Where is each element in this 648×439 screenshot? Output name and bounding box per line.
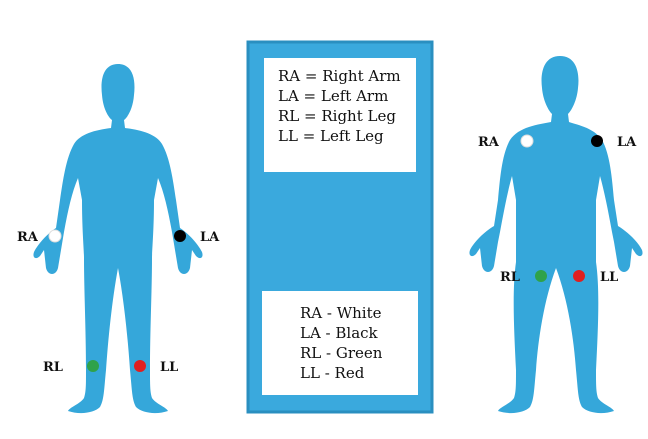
color-ra: RA - White — [300, 303, 418, 323]
abbreviation-legend: RA = Right Arm LA = Left Arm RL = Right … — [264, 58, 416, 172]
abbreviation-ll: LL = Left Leg — [278, 126, 416, 146]
right-ra-electrode — [521, 135, 533, 147]
right-body-figure — [469, 56, 642, 413]
abbreviation-ra: RA = Right Arm — [278, 66, 416, 86]
right-ll-electrode — [573, 270, 585, 282]
abbreviation-rl: RL = Right Leg — [278, 106, 416, 126]
right-body-silhouette — [469, 56, 642, 413]
left-rl-label: RL — [43, 360, 63, 375]
right-rl-electrode — [535, 270, 547, 282]
left-la-electrode — [174, 230, 186, 242]
left-la-label: LA — [200, 230, 220, 245]
right-la-label: LA — [617, 135, 637, 150]
right-rl-label: RL — [500, 270, 520, 285]
left-ll-label: LL — [160, 360, 178, 375]
color-la: LA - Black — [300, 323, 418, 343]
left-ra-label: RA — [17, 230, 39, 245]
abbreviation-la: LA = Left Arm — [278, 86, 416, 106]
right-ll-label: LL — [600, 270, 618, 285]
color-ll: LL - Red — [300, 363, 418, 383]
right-la-electrode — [591, 135, 603, 147]
left-rl-electrode — [87, 360, 99, 372]
left-ll-electrode — [134, 360, 146, 372]
color-legend: RA - White LA - Black RL - Green LL - Re… — [262, 291, 418, 395]
color-rl: RL - Green — [300, 343, 418, 363]
right-ra-label: RA — [478, 135, 500, 150]
left-ra-electrode — [49, 230, 61, 242]
